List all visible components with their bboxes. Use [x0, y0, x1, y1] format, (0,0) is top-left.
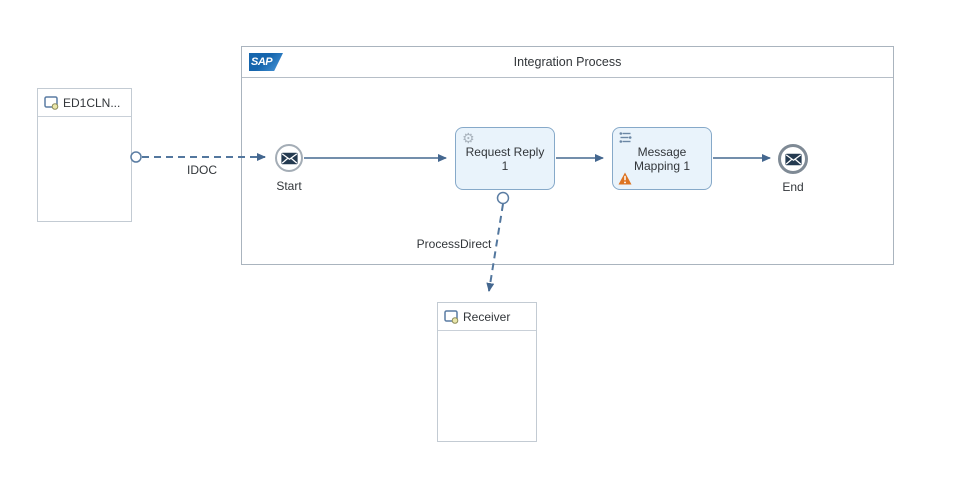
message-mapping-label: Message Mapping 1: [633, 144, 691, 173]
request-reply-activity[interactable]: ⚙ Request Reply 1: [455, 127, 555, 190]
system-icon: [44, 95, 59, 110]
envelope-icon: [784, 153, 802, 165]
start-event[interactable]: [275, 144, 303, 172]
receiver-participant[interactable]: Receiver: [437, 302, 537, 442]
process-title: Integration Process: [513, 55, 622, 69]
end-label: End: [782, 180, 804, 194]
envelope-icon: [280, 152, 298, 164]
gear-icon: ⚙: [462, 130, 475, 146]
request-reply-label: Request Reply 1: [465, 144, 545, 173]
sap-logo: SAP: [249, 53, 283, 71]
sender-label: ED1CLN...: [63, 95, 121, 110]
receiver-header: Receiver: [438, 303, 536, 331]
process-direct-label: ProcessDirect: [416, 237, 492, 251]
warning-icon[interactable]: [618, 172, 632, 185]
receiver-label: Receiver: [463, 309, 511, 324]
mapping-icon: [619, 132, 632, 143]
idoc-label: IDOC: [187, 163, 217, 177]
start-label: Start: [276, 179, 302, 193]
sender-header: ED1CLN...: [38, 89, 131, 117]
system-icon: [444, 309, 459, 324]
process-header: SAP Integration Process: [242, 47, 893, 78]
sender-port[interactable]: [130, 151, 142, 163]
sender-participant[interactable]: ED1CLN...: [37, 88, 132, 222]
message-mapping-activity[interactable]: Message Mapping 1: [612, 127, 712, 190]
end-event[interactable]: [778, 144, 808, 174]
